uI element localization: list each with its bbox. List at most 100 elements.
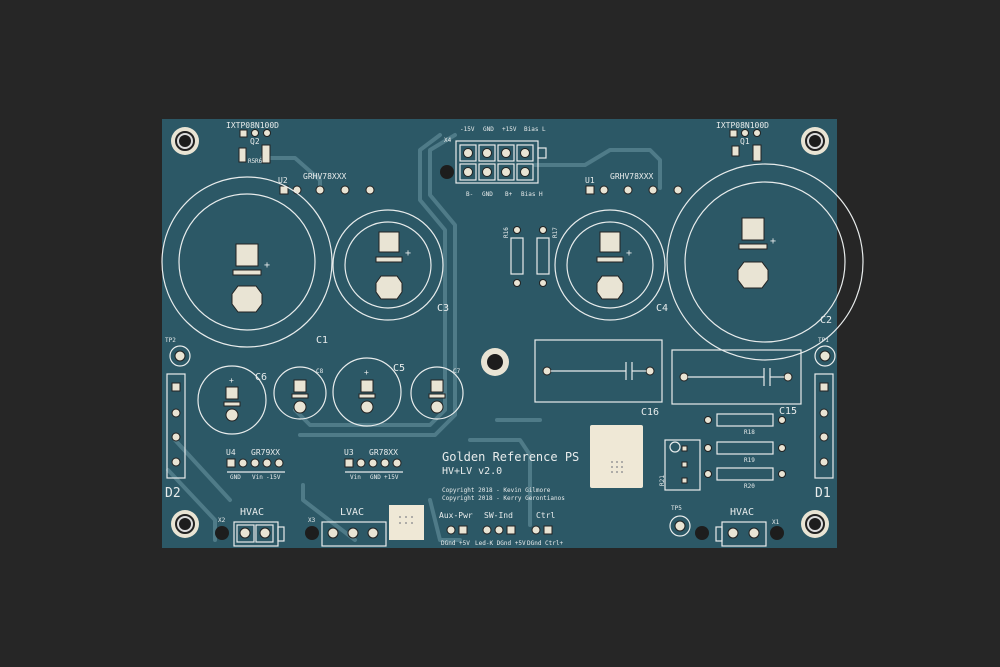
x1-ref: X1 [772,519,780,526]
x4-label: Bias L [524,126,546,133]
x4-pin [463,167,473,177]
r18-label: R18 [744,429,755,436]
svg-text:+: + [264,260,270,271]
r17-label: R17 [552,227,559,238]
x4-label: -15V [460,126,475,133]
connector-x2: HVAC X2 [218,507,285,547]
x4-label: Bias H [521,191,543,198]
header-sw-ind: SW-Ind Led-K DGnd +5V [475,511,526,547]
capacitor-c8: C8 [273,366,327,420]
capacitor-c15: C15 [671,349,802,417]
x4-pin-frame [459,144,477,162]
regulator-u4: U4 GR79XX GND Vin -15V [226,448,285,481]
d2-label: D2 [165,486,181,501]
u2-part: GRHV78XXX [303,172,347,181]
tp1-label: TP1 [818,337,829,344]
connector-x4: X4 -15V GND +15V Bias L B- GND B+ Bias H [444,126,547,198]
x4-pin [463,148,473,158]
x4-pin-frame [478,163,496,181]
d1-label: D1 [815,486,831,501]
u1-part: GRHV78XXX [610,172,654,181]
q2-part-label: IXTP08N100D [226,121,279,130]
x4-pin-frame [478,144,496,162]
x4-label: GND [482,191,493,198]
c5-label: C5 [393,363,405,374]
x4-pin [520,167,530,177]
testpoint-tp2: TP2 [165,337,191,367]
u1-ref: U1 [585,176,595,185]
svg-text:+: + [770,236,776,247]
mosfet-q2: IXTP08N100D Q2 R5 R6 [226,121,279,165]
svg-text:+: + [405,248,411,259]
ctrl-pins: DGnd Ctrl+ [527,540,564,547]
trimmer-r21: R21 [659,439,701,491]
c1-label: C1 [316,335,328,346]
q2-ref: Q2 [250,137,260,146]
capacitor-c2: + C2 [666,163,864,361]
resistor-r18: R18 [704,413,786,436]
c8-label: C8 [316,368,324,375]
c15-label: C15 [779,406,797,417]
q1-part-label: IXTP08N100D [716,121,769,130]
connector-x1: HVAC X1 [715,507,780,547]
x4-pin-frame [516,144,534,162]
heatsink-pad [590,425,643,488]
u4-pin-label: -15V [266,474,281,481]
u2-ref: U2 [278,176,288,185]
regulator-u2: U2 GRHV78XXX [278,172,375,195]
traces [166,133,662,542]
x4-pin [520,148,530,158]
header-d2: D2 [165,373,186,501]
u4-pin-label: GND [230,474,241,481]
c16-label: C16 [641,407,659,418]
sw-ind-label: SW-Ind [484,511,513,520]
u4-part: GR79XX [251,448,280,457]
q1-ref: Q1 [740,137,750,146]
x4-label: B+ [505,191,513,198]
x2-ref: X2 [218,517,226,524]
c2-label: C2 [820,315,832,326]
x3-label: LVAC [340,507,364,518]
r5-label: R5 [248,158,256,165]
r20-label: R20 [744,483,755,490]
testpoint-tp1: TP1 [814,337,836,367]
thermal-pad [389,505,424,540]
pcb-board [162,119,837,548]
tp2-label: TP2 [165,337,176,344]
c3-label: C3 [437,303,449,314]
capacitor-c3: + C3 [332,209,449,321]
capacitor-c4: + C4 [554,209,668,321]
x4-pin [482,167,492,177]
resistor-r16: R16 [503,226,524,287]
x3-ref: X3 [308,517,316,524]
tp5-label: TP5 [671,505,682,512]
regulator-u1: U1 GRHV78XXX [585,172,683,195]
x4-pin [501,148,511,158]
sw-ind-pins: Led-K DGnd +5V [475,540,526,547]
x4-pin-frame [516,163,534,181]
x4-pin [482,148,492,158]
header-ctrl: Ctrl DGnd Ctrl+ [527,511,564,547]
regulator-u3: U3 GR78XX Vin GND +15V [344,448,403,481]
board-title-block: Golden Reference PS HV+LV v2.0 Copyright… [442,450,579,502]
aux-pwr-pins: DGnd +5V [441,540,470,547]
svg-text:+: + [229,376,234,385]
mounting-holes [171,127,829,540]
x4-ref: X4 [444,137,452,144]
capacitor-c6: + C6 [197,365,267,435]
svg-text:+: + [626,248,632,259]
x4-pin-frame [459,163,477,181]
resistor-r20: R20 [704,467,786,490]
r19-label: R19 [744,457,755,464]
resistor-r19: R19 [704,441,786,464]
connector-x3: LVAC X3 [308,507,387,547]
u3-pin-label: GND [370,474,381,481]
board-version: HV+LV v2.0 [442,466,502,477]
mosfet-q1: IXTP08N100D Q1 [716,121,769,162]
copyright-line: Copyright 2018 - Kerry Gerontianos [442,495,565,502]
capacitor-c1: + C1 [161,176,333,348]
ctrl-label: Ctrl [536,511,555,520]
r21-label: R21 [659,475,666,486]
svg-text:+: + [364,368,369,377]
